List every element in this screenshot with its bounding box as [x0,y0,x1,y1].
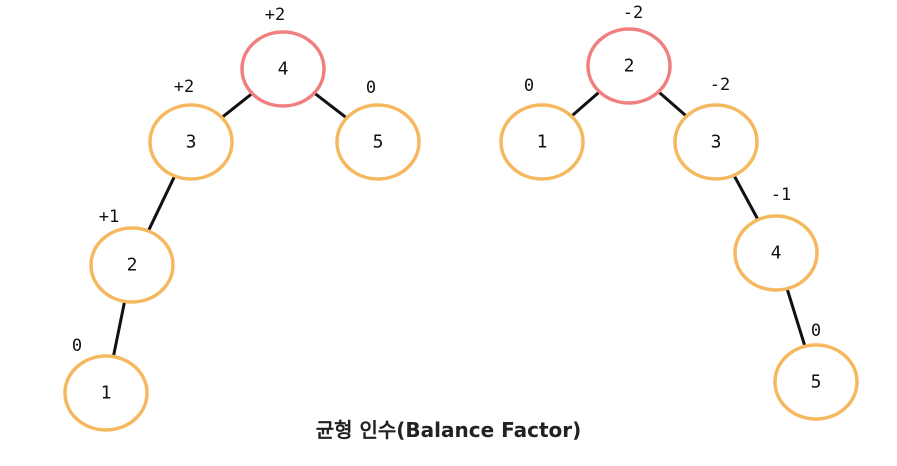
tree-2-node-1: 10 [499,76,585,181]
node-circle [89,226,175,304]
node-circle [586,27,672,105]
node-circle [773,343,859,421]
tree-2-edge-4-5 [785,287,807,348]
node-value: 4 [771,243,782,264]
node-value: 1 [537,132,548,153]
balance-factor-label: -2 [710,75,730,95]
node-value: 2 [624,56,635,77]
edges-layer [111,90,807,359]
node-value: 4 [278,59,289,80]
node-circle [240,30,326,108]
tree-1-edge-4-3 [220,91,254,120]
balance-factor-label: +2 [265,5,285,25]
tree-1-node-2: 2 +1 [89,207,175,304]
node-circle [499,103,585,181]
node-value: 3 [711,132,722,153]
node-value: 2 [127,255,138,276]
balance-factor-label: 0 [366,78,376,98]
node-circle [733,214,819,292]
balance-factor-label: -2 [623,3,643,23]
node-value: 1 [101,383,112,404]
tree-2-node-4: 4 -1 [733,185,819,292]
balance-factor-label: 0 [524,76,534,96]
balance-factor-label: 0 [811,321,821,341]
tree-1-node-3: 3 +2 [148,77,234,181]
node-circle [63,354,149,432]
tree-2-edge-2-1 [569,90,602,118]
balance-factor-label: 0 [72,336,82,356]
tree-2-edge-3-4 [732,173,760,222]
balance-factor-label: +2 [174,77,194,97]
balance-factor-label: +1 [99,207,119,227]
node-value: 3 [186,132,197,153]
tree-1-node-4: 4 +2 [240,5,326,108]
tree-1-edge-2-1 [111,299,127,359]
tree-2-edge-2-3 [656,90,689,118]
diagram-caption: 균형 인수(Balance Factor) [315,418,582,442]
tree-2-node-3: 3 -2 [673,75,759,181]
tree-2-node-2: 2 -2 [586,3,672,105]
node-circle [673,103,759,181]
node-circle [335,103,421,181]
tree-1-node-5: 50 [335,78,421,181]
tree-2-node-5: 50 [773,321,859,421]
node-circle [148,103,234,181]
tree-1-edge-4-5 [312,91,349,120]
balance-factor-label: -1 [771,185,791,205]
node-value: 5 [811,372,822,393]
node-value: 5 [373,132,384,153]
tree-1-edge-3-2 [146,174,177,233]
tree-1-node-1: 10 [63,336,149,432]
